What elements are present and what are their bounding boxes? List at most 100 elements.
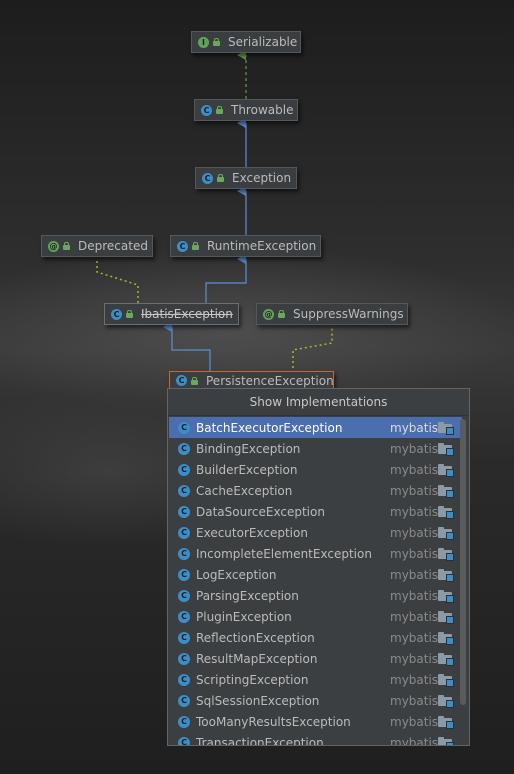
popup-title: Show Implementations — [168, 389, 469, 416]
public-lock-icon — [216, 106, 223, 114]
public-lock-icon — [191, 376, 198, 385]
class-name: TooManyResultsException — [196, 714, 351, 729]
class-name: ScriptingException — [196, 672, 309, 687]
module-name: mybatis — [390, 630, 439, 645]
annotation-icon: @ — [263, 308, 274, 320]
public-lock-icon — [278, 310, 285, 318]
module-folder-icon — [438, 485, 454, 498]
class-icon: C — [178, 568, 190, 581]
class-name: BuilderException — [196, 462, 298, 477]
show-implementations-popup[interactable]: Show Implementations C BatchExecutorExcep… — [167, 388, 470, 746]
class-name: PluginException — [196, 609, 292, 624]
node-exception[interactable]: C Exception — [195, 167, 297, 189]
edge-persistence-suppress — [292, 327, 333, 368]
module-name: mybatis — [390, 504, 439, 519]
class-name: SqlSessionException — [196, 693, 320, 708]
module-name: mybatis — [390, 567, 439, 582]
class-name: LogException — [196, 567, 277, 582]
class-icon: C — [178, 715, 190, 728]
class-name: ReflectionException — [196, 630, 315, 645]
module-name: mybatis — [390, 483, 439, 498]
class-icon: C — [178, 421, 190, 434]
node-ibatis-exception[interactable]: C IbatisException — [104, 303, 239, 325]
public-lock-icon — [126, 310, 133, 318]
class-icon: C — [202, 172, 213, 184]
class-icon: C — [176, 375, 187, 386]
class-name: ParsingException — [196, 588, 299, 603]
node-label-deprecated: IbatisException — [141, 307, 233, 321]
class-icon: C — [177, 240, 188, 252]
class-icon: C — [201, 104, 212, 116]
interface-icon: I — [198, 36, 209, 48]
class-name: BatchExecutorException — [196, 420, 343, 435]
node-throwable[interactable]: C Throwable — [194, 99, 298, 121]
node-serializable[interactable]: I Serializable — [191, 31, 301, 53]
node-label: Deprecated — [78, 239, 148, 253]
node-deprecated[interactable]: @ Deprecated — [41, 235, 153, 257]
edge-ibatis-runtime — [205, 254, 247, 303]
list-item[interactable]: C PluginException mybatis — [169, 606, 462, 627]
class-icon: C — [178, 610, 190, 623]
list-item[interactable]: C IncompleteElementException mybatis — [169, 543, 462, 564]
module-folder-icon — [438, 674, 454, 687]
class-icon: C — [178, 589, 190, 602]
module-folder-icon — [438, 611, 454, 624]
module-name: mybatis — [390, 609, 439, 624]
class-name: TransactionException — [196, 735, 324, 746]
module-name: mybatis — [390, 441, 439, 456]
edge-ibatis-deprecated — [96, 259, 139, 303]
module-name: mybatis — [390, 546, 439, 561]
list-item[interactable]: C TransactionException mybatis — [169, 732, 462, 746]
annotation-icon: @ — [48, 240, 59, 252]
node-persistence-exception[interactable]: C PersistenceException — [169, 371, 334, 389]
module-folder-icon — [438, 506, 454, 519]
public-lock-icon — [192, 242, 199, 250]
class-icon: C — [178, 547, 190, 560]
module-folder-icon — [438, 653, 454, 666]
public-lock-icon — [217, 174, 224, 182]
list-item[interactable]: C LogException mybatis — [169, 564, 462, 585]
module-folder-icon — [438, 548, 454, 561]
class-icon: C — [178, 442, 190, 455]
list-item[interactable]: C ReflectionException mybatis — [169, 627, 462, 648]
module-folder-icon — [438, 422, 454, 435]
class-icon: C — [178, 484, 190, 497]
module-name: mybatis — [390, 672, 439, 687]
class-name: CacheException — [196, 483, 293, 498]
class-icon: C — [178, 736, 190, 745]
class-name: IncompleteElementException — [196, 546, 372, 561]
node-label: RuntimeException — [207, 239, 317, 253]
node-label: Throwable — [231, 103, 294, 117]
node-label: SuppressWarnings — [293, 307, 404, 321]
module-folder-icon — [438, 737, 454, 745]
module-name: mybatis — [390, 693, 439, 708]
class-icon: C — [178, 652, 190, 665]
module-name: mybatis — [390, 735, 439, 746]
list-item[interactable]: C SqlSessionException mybatis — [169, 690, 462, 711]
class-icon: C — [178, 694, 190, 707]
node-suppress-warnings[interactable]: @ SuppressWarnings — [256, 303, 408, 325]
class-name: ResultMapException — [196, 651, 318, 666]
class-name: BindingException — [196, 441, 301, 456]
list-item[interactable]: C BindingException mybatis — [169, 438, 462, 459]
popup-scrollbar[interactable] — [460, 419, 466, 705]
class-name: ExecutorException — [196, 525, 308, 540]
node-runtime-exception[interactable]: C RuntimeException — [170, 235, 321, 257]
class-icon: C — [178, 631, 190, 644]
list-item[interactable]: C CacheException mybatis — [169, 480, 462, 501]
class-icon: C — [178, 463, 190, 476]
class-icon: C — [111, 308, 122, 320]
module-folder-icon — [438, 716, 454, 729]
class-icon: C — [178, 526, 190, 539]
class-icon: C — [178, 505, 190, 518]
